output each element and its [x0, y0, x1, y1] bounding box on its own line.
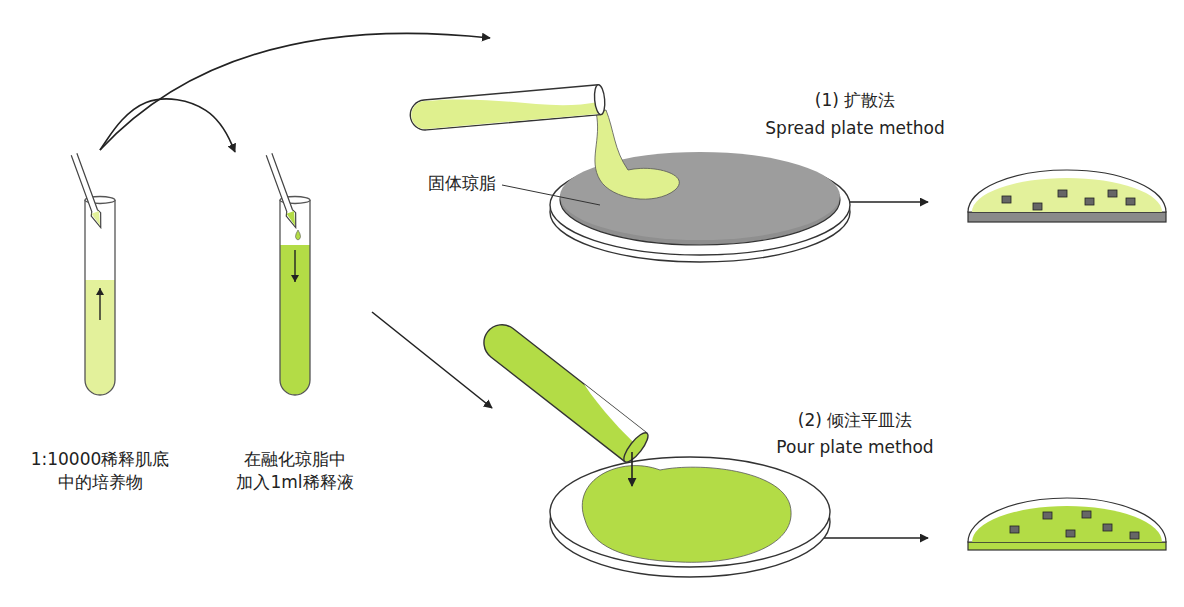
- part-label: 固体琼脂: [428, 172, 496, 195]
- test-tube: [15, 150, 185, 420]
- result-dish: [968, 498, 1166, 550]
- test-tube: [210, 150, 380, 420]
- flow-arrow: [372, 312, 492, 408]
- tube-caption: 1:10000稀释肌底 中的培养物: [31, 448, 170, 494]
- test-tube: [477, 317, 652, 465]
- flow-arrow: [100, 33, 490, 150]
- result-dish: [968, 170, 1166, 222]
- method-heading: (2) 倾注平皿法: [798, 409, 912, 432]
- pour-arrow: [631, 452, 633, 486]
- inoculum: [595, 110, 679, 199]
- flow-arrow: [100, 99, 235, 152]
- petri-dish: [550, 457, 830, 577]
- method-heading: (1) 扩散法: [815, 89, 895, 112]
- leader-line: [502, 185, 600, 205]
- test-tube: [409, 84, 606, 131]
- method-heading: Spread plate method: [765, 118, 944, 138]
- tube-caption: 在融化琼脂中 加入1ml稀释液: [236, 448, 353, 494]
- method-heading: Pour plate method: [776, 437, 933, 457]
- test-tube-node: 在融化琼脂中 加入1ml稀释液: [210, 150, 380, 500]
- test-tube-node: 1:10000稀释肌底 中的培养物: [15, 150, 185, 500]
- petri-dish: [550, 152, 850, 262]
